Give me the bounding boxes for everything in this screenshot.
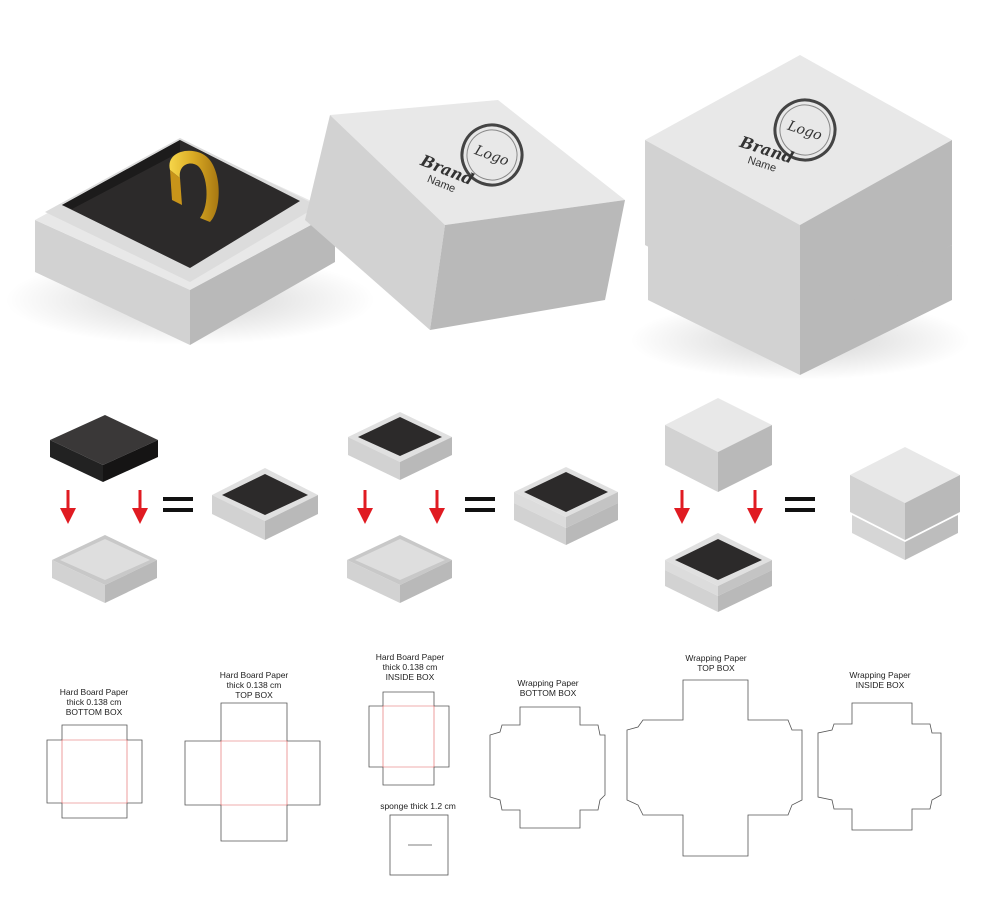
open-box-with-ring — [5, 138, 375, 345]
caption-inside-box: Hard Board Paper thick 0.138 cm INSIDE B… — [375, 652, 445, 682]
dieline-sponge — [389, 814, 449, 876]
step3-bottom-assembled — [665, 533, 772, 612]
closed-box: Logo Brand Name — [630, 55, 970, 380]
dieline-inside-box — [368, 691, 450, 786]
gold-ring-icon — [169, 150, 219, 222]
dieline-wrap-bottom — [489, 706, 606, 829]
step2-arrow-left — [357, 490, 373, 524]
dieline-bottom-box — [46, 724, 143, 819]
step1-sponge — [50, 415, 158, 482]
caption-bottom-box: Hard Board Paper thick 0.138 cm BOTTOM B… — [59, 687, 129, 717]
step2-inside-box — [348, 412, 452, 480]
step3-lid — [665, 398, 772, 492]
caption-wrap-bottom: Wrapping Paper BOTTOM BOX — [517, 678, 579, 698]
step2-equals-icon — [465, 497, 495, 512]
caption-sponge: sponge thick 1.2 cm — [380, 801, 456, 811]
step3-result — [850, 447, 960, 560]
step3-arrow-left — [674, 490, 690, 524]
step1-result — [212, 468, 318, 540]
step3-equals-icon — [785, 497, 815, 512]
caption-wrap-inside: Wrapping Paper INSIDE BOX — [849, 670, 911, 690]
step2-bottom-box — [347, 535, 452, 603]
step1-arrow-right — [132, 490, 148, 524]
dieline-wrap-inside — [817, 702, 942, 831]
step3-arrow-right — [747, 490, 763, 524]
dieline-wrap-top — [626, 679, 803, 857]
step1-bottom-box — [52, 535, 157, 603]
caption-wrap-top: Wrapping Paper TOP BOX — [685, 653, 747, 673]
step1-equals-icon — [163, 497, 193, 512]
step2-result — [514, 467, 618, 545]
caption-top-box: Hard Board Paper thick 0.138 cm TOP BOX — [219, 670, 289, 700]
step2-arrow-right — [429, 490, 445, 524]
dieline-top-box — [184, 702, 321, 842]
tilted-lid: Logo Brand Name — [305, 100, 625, 330]
step1-arrow-left — [60, 490, 76, 524]
